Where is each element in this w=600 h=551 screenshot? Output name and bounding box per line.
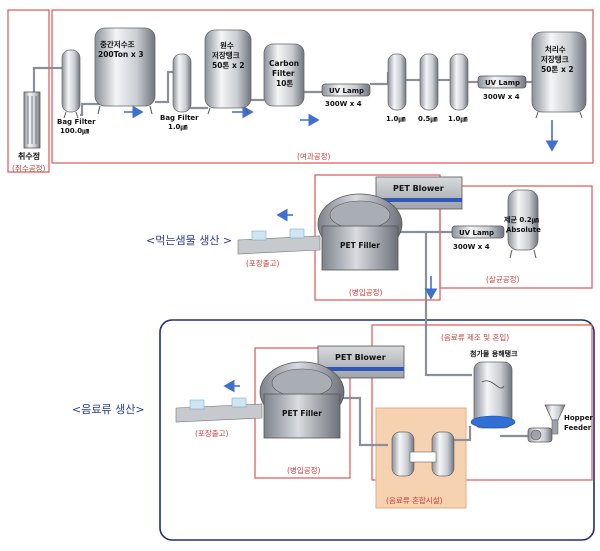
bag-filter-1-name: Bag Filter (57, 118, 96, 126)
hopper-name2: Feeder (564, 424, 592, 432)
pipe (370, 72, 390, 86)
uv-lamp-icon (477, 75, 527, 89)
conveyor-icon (237, 228, 321, 255)
filtration-caption: (여과공정) (297, 151, 331, 161)
beverage-filler: PET Filler (282, 409, 322, 418)
carbon-filter-icon (263, 43, 305, 107)
treated-tank-name: 처리수 (545, 44, 566, 54)
uv-lamp-2-spec: 300W x 4 (483, 93, 520, 101)
bag-filter-1-spec: 100.0㎛ (60, 127, 89, 136)
pipe (424, 232, 472, 377)
filtration-frame (51, 9, 594, 164)
drinking-filler: PET Filler (340, 241, 380, 250)
pump-icon (527, 427, 553, 443)
drinking-title: <먹는샘물 생산 > (146, 234, 232, 247)
treated-tank-spec: 50톤 x 2 (541, 65, 574, 74)
mixing-vessel-icon (391, 431, 455, 477)
drinking-blower: PET Blower (393, 184, 444, 193)
filler-icon (259, 361, 345, 439)
tank-icon (94, 27, 156, 115)
sterilize-filter-name2: Absolute (506, 226, 541, 234)
mid-tank-spec: 200Ton x 3 (98, 50, 144, 59)
beverage-blower: PET Blower (335, 353, 386, 362)
filter-icon (387, 53, 407, 111)
micro-filter-2-spec: 0.5㎛ (418, 115, 437, 124)
sterilize-filter-icon (507, 189, 539, 259)
uv-lamp-1-spec: 300W x 4 (325, 100, 362, 108)
uv-lamp-2-name: UV Lamp (485, 79, 520, 87)
raw-tank-name: 원수 (220, 40, 234, 50)
intake-well-icon (23, 91, 41, 149)
beverage-prep-caption: (음료류 제조 및 혼입) (441, 332, 509, 342)
additive-tank-icon (470, 361, 516, 429)
intake-label: 취수정 (18, 151, 40, 161)
carbon-filter-spec: 10톤 (276, 79, 293, 88)
raw-tank-name2: 저장탱크 (212, 50, 240, 60)
raw-tank-spec: 50톤 x 2 (212, 61, 245, 70)
drinking-packaging: (포장출고) (246, 258, 280, 268)
pipe (32, 66, 62, 92)
tank-icon (531, 31, 587, 119)
micro-filter-3-spec: 1.0㎛ (448, 115, 467, 124)
drinking-uv-name: UV Lamp (459, 229, 494, 237)
bag-filter-icon (172, 53, 192, 113)
sterilize-filter-name: 제균 0.2㎛ (504, 215, 539, 225)
bag-filter-icon (61, 49, 81, 119)
hopper-name: Hopper (564, 414, 593, 422)
uv-lamp-icon (451, 225, 505, 239)
bag-filter-2-spec: 1.0㎛ (168, 123, 187, 132)
pipe (330, 396, 388, 447)
pipe (155, 70, 176, 104)
treated-tank-name2: 저장탱크 (541, 54, 569, 64)
beverage-bottling: (병입공정) (287, 465, 321, 475)
tank-icon (204, 29, 252, 115)
hopper-icon (544, 404, 566, 435)
beverage-packaging: (포장출고) (195, 428, 229, 438)
filler-icon (317, 193, 403, 271)
additive-tank-label: 첨가물 용해탱크 (470, 349, 518, 358)
beverage-frame (159, 319, 595, 541)
beverage-prep-frame (371, 324, 593, 481)
beverage-title: <음료류 생산> (72, 403, 145, 416)
intake-frame (7, 9, 50, 173)
uv-lamp-icon (321, 83, 371, 97)
mixing-caption: (음료류 혼합시설) (386, 495, 443, 505)
filter-icon (419, 53, 439, 111)
carbon-filter-name: Carbon (269, 59, 299, 68)
sterilize-caption: (살균공정) (486, 274, 520, 284)
pipe (80, 102, 100, 117)
conveyor-icon (175, 397, 263, 423)
drinking-uv-spec: 300W x 4 (453, 243, 490, 251)
uv-lamp-1-name: UV Lamp (329, 87, 364, 95)
sterilize-frame (439, 185, 593, 289)
carbon-filter-name2: Filter (272, 69, 295, 78)
filter-icon (449, 53, 469, 111)
pipe (452, 426, 472, 442)
intake-caption: (취수공정) (12, 163, 46, 173)
micro-filter-1-spec: 1.0㎛ (386, 115, 405, 124)
drinking-bottling: (병입공정) (349, 287, 383, 297)
bag-filter-2-name: Bag Filter (160, 114, 199, 122)
mid-tank-name: 중간저수조 (100, 39, 135, 49)
